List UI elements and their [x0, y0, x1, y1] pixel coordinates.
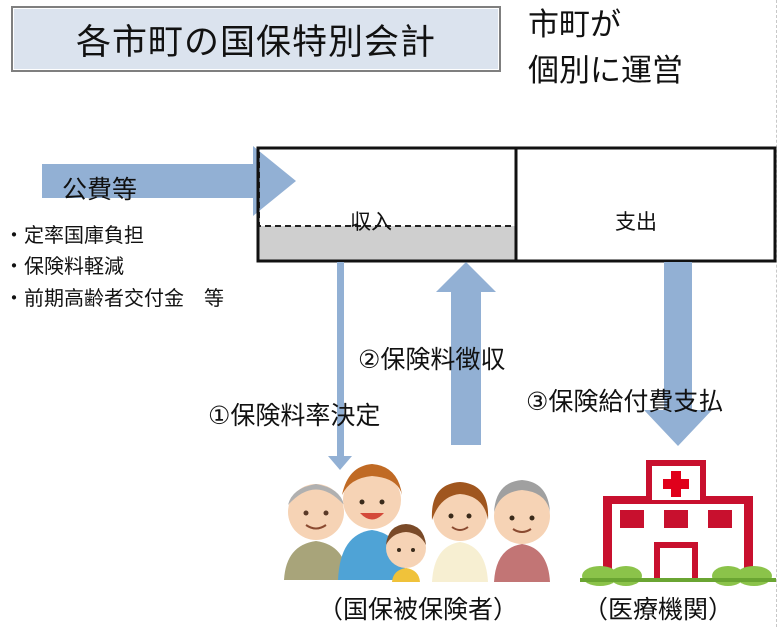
- edge-divider: [776, 0, 777, 627]
- medical-institution-label: （医療機関）: [583, 595, 734, 624]
- public-funds-arrow: [42, 146, 296, 216]
- public-funds-label: 公費等: [62, 175, 138, 204]
- subtitle-line-2: 個別に運営: [528, 53, 683, 89]
- rate-decision-label: ①保険料率決定: [208, 401, 381, 430]
- premium-collection-label: ②保険料徴収: [358, 345, 506, 374]
- benefit-payment-label: ③保険給付費支払: [526, 387, 724, 416]
- public-funds-item-1: ・定率国庫負担: [4, 223, 144, 247]
- page-title: 各市町の国保特別会計: [75, 22, 436, 63]
- subtitle-line-1: 市町が: [528, 7, 621, 43]
- title-box: 各市町の国保特別会計: [11, 6, 501, 72]
- subtitle: 市町が 個別に運営: [528, 2, 683, 94]
- premium-collection-arrow: [436, 262, 496, 445]
- expense-label: 支出: [615, 210, 657, 234]
- family-illustration: [284, 464, 550, 582]
- income-label: 収入: [350, 210, 392, 234]
- benefit-payment-arrow: [644, 262, 712, 446]
- insured-label: （国保被保険者）: [318, 595, 519, 624]
- hospital-illustration: [580, 460, 776, 586]
- income-fill: [259, 226, 516, 261]
- public-funds-item-3: ・前期高齢者交付金 等: [4, 286, 224, 310]
- public-funds-item-2: ・保険料軽減: [4, 254, 124, 278]
- rate-decision-arrow: [328, 262, 352, 470]
